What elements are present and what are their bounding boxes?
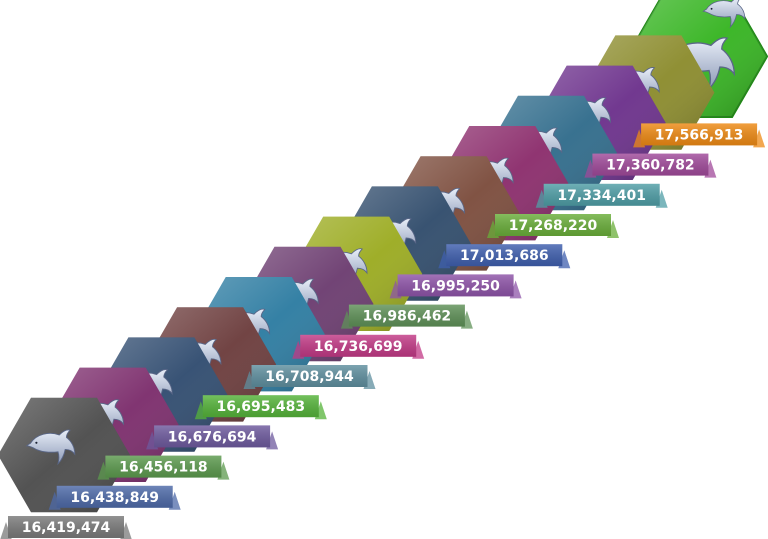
value-ribbon: 16,438,849 <box>48 485 181 510</box>
ribbon-shade <box>105 455 222 478</box>
value-label: 17,566,913 <box>655 127 744 143</box>
ribbon-shade <box>300 334 417 357</box>
value-ribbon: 17,566,913 <box>633 123 766 148</box>
value-ribbon: 16,995,250 <box>389 274 522 299</box>
ribbon-shade <box>154 425 271 448</box>
value-ribbon: 16,986,462 <box>340 304 473 329</box>
ribbon-shade <box>543 183 660 206</box>
value-ribbon: 17,268,220 <box>487 214 619 238</box>
value-label: 17,013,686 <box>460 248 549 264</box>
value-ribbon: 16,695,483 <box>194 395 327 420</box>
value-label: 17,334,401 <box>557 188 646 204</box>
value-ribbon: 16,708,944 <box>243 365 376 389</box>
ribbon-shade <box>397 274 514 297</box>
ribbon-shade <box>446 244 563 267</box>
value-label: 16,419,474 <box>22 520 111 536</box>
hexagon-gloss <box>0 397 130 513</box>
ribbon-shade <box>592 153 709 176</box>
ribbon-shade <box>348 304 465 327</box>
value-label: 16,676,694 <box>168 429 257 445</box>
value-label: 17,360,782 <box>606 158 695 174</box>
hexagon-step <box>0 397 130 513</box>
value-ribbon: 16,676,694 <box>146 425 279 450</box>
value-ribbon: 16,736,699 <box>292 334 425 359</box>
value-label: 16,995,250 <box>411 278 500 294</box>
ribbon-shade <box>495 214 611 236</box>
value-ribbon: 16,456,118 <box>97 455 230 480</box>
value-label: 16,456,118 <box>119 460 208 476</box>
ribbon-shade <box>56 485 173 508</box>
value-ribbon: 16,419,474 <box>0 516 132 539</box>
value-label: 16,438,849 <box>70 490 159 506</box>
value-label: 17,268,220 <box>509 218 598 234</box>
value-label: 16,695,483 <box>217 399 306 415</box>
value-label: 16,708,944 <box>265 369 354 385</box>
value-ribbon: 17,013,686 <box>438 244 571 269</box>
ribbon-shade <box>8 516 124 538</box>
ribbon-shade <box>641 123 758 146</box>
ribbon-shade <box>202 395 319 418</box>
value-ribbon: 17,334,401 <box>535 183 668 208</box>
value-label: 16,736,699 <box>314 339 403 355</box>
ribbon-shade <box>251 365 368 387</box>
value-label: 16,986,462 <box>363 309 452 325</box>
value-ribbon: 17,360,782 <box>584 153 717 178</box>
